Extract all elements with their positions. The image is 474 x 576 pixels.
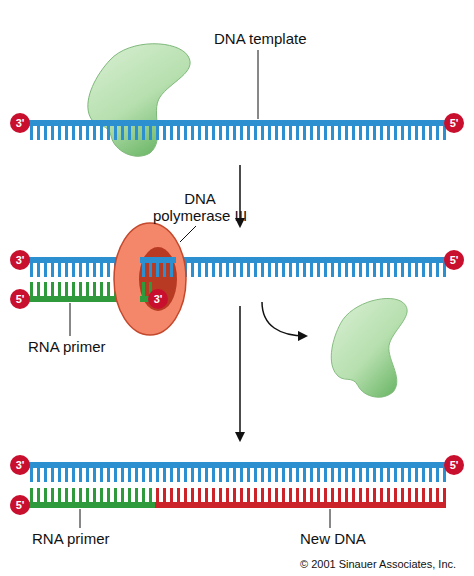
end-label: 3' bbox=[9, 112, 31, 134]
end-label: 5' bbox=[9, 494, 31, 516]
end-marker: 5' bbox=[443, 112, 465, 134]
end-label: 5' bbox=[443, 112, 465, 134]
end-label: 3' bbox=[147, 288, 169, 310]
template-backbone bbox=[28, 257, 446, 263]
end-circle-fill bbox=[444, 250, 464, 270]
template-backbone bbox=[28, 120, 446, 126]
primase-blob bbox=[319, 293, 428, 408]
step-arrow bbox=[239, 306, 241, 440]
leader-line bbox=[258, 50, 259, 119]
end-marker: 3' bbox=[9, 112, 31, 134]
polymerase-ring bbox=[114, 223, 186, 335]
template-bases bbox=[28, 126, 446, 140]
end-circle-fill bbox=[10, 495, 30, 515]
template-backbone bbox=[28, 462, 446, 468]
leader-line bbox=[180, 226, 196, 242]
end-marker: 5' bbox=[9, 494, 31, 516]
leader-line bbox=[80, 509, 81, 528]
template-backbone bbox=[140, 257, 176, 263]
part-label: RNA primer bbox=[32, 530, 142, 547]
leader-line bbox=[70, 303, 71, 336]
part-label: New DNA bbox=[300, 530, 400, 547]
end-circle-fill bbox=[10, 250, 30, 270]
end-marker: 3' bbox=[147, 288, 169, 310]
leader-line bbox=[330, 509, 331, 528]
template-bases bbox=[140, 263, 176, 277]
template-bases bbox=[28, 468, 446, 482]
part-label: DNA polymerase III bbox=[148, 190, 252, 224]
end-circle-fill bbox=[10, 289, 30, 309]
primer-backbone bbox=[28, 502, 155, 508]
end-circle-fill bbox=[10, 113, 30, 133]
end-label: 5' bbox=[443, 454, 465, 476]
new-dna-backbone bbox=[155, 502, 446, 508]
end-circle-fill bbox=[444, 113, 464, 133]
part-label: DNA template bbox=[214, 30, 334, 47]
end-marker: 5' bbox=[443, 454, 465, 476]
end-circle-fill bbox=[10, 455, 30, 475]
copyright-note: © 2001 Sinauer Associates, Inc. bbox=[300, 558, 472, 571]
end-circle-fill bbox=[148, 289, 168, 309]
end-label: 5' bbox=[9, 288, 31, 310]
end-label: 5' bbox=[443, 249, 465, 271]
end-marker: 3' bbox=[9, 249, 31, 271]
end-label: 3' bbox=[9, 249, 31, 271]
end-marker: 5' bbox=[9, 288, 31, 310]
new-dna-bases bbox=[155, 488, 446, 502]
polymerase-hole bbox=[139, 247, 177, 311]
release-arrow bbox=[262, 302, 306, 336]
end-label: 3' bbox=[9, 454, 31, 476]
end-marker: 5' bbox=[443, 249, 465, 271]
template-bases bbox=[28, 263, 446, 277]
end-circle-fill bbox=[444, 455, 464, 475]
part-label: RNA primer bbox=[28, 338, 138, 355]
end-marker: 3' bbox=[9, 454, 31, 476]
primer-bases bbox=[28, 488, 155, 502]
